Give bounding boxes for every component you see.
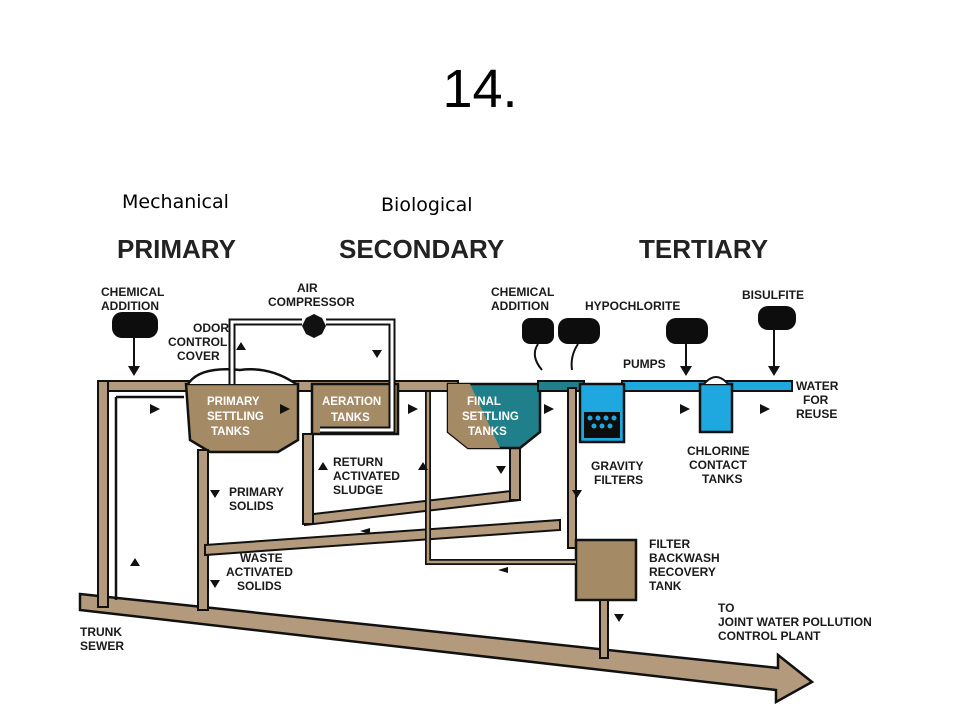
chemical-tank-secondary <box>522 318 600 371</box>
filter-backwash-recovery-tank <box>425 387 638 659</box>
label-primary-solids-b: SOLIDS <box>229 499 274 513</box>
stage-secondary: SECONDARY <box>339 234 504 264</box>
label-odor-a: ODOR <box>193 321 229 335</box>
stage-tertiary: TERTIARY <box>639 234 768 264</box>
label-joint-plant-b: JOINT WATER POLLUTION <box>718 615 872 629</box>
hypochlorite-tank <box>666 318 708 376</box>
trunk-sewer-pipe <box>78 592 815 705</box>
label-odor-b: CONTROL <box>168 335 227 349</box>
label-backwash-c: RECOVERY <box>649 565 716 579</box>
label-ras-b: ACTIVATED <box>333 469 400 483</box>
sludge-return-pipes <box>204 433 561 557</box>
primary-tank-label-1: PRIMARY <box>207 396 260 408</box>
label-was-a: WASTE <box>240 551 283 565</box>
bisulfite-tank <box>758 306 796 376</box>
label-chemical-addition-2b: ADDITION <box>491 299 549 313</box>
label-trunk-sewer-a: TRUNK <box>80 625 122 639</box>
label-backwash-d: TANK <box>649 579 682 593</box>
label-chemical-addition-2a: CHEMICAL <box>491 285 554 299</box>
aeration-label-1: AERATION <box>322 396 381 408</box>
label-bisulfite: BISULFITE <box>742 288 804 302</box>
label-was-b: ACTIVATED <box>226 565 293 579</box>
label-water-c: REUSE <box>796 407 837 421</box>
label-joint-plant-c: CONTROL PLANT <box>718 629 821 643</box>
air-supply-pipe <box>228 318 396 434</box>
final-tank-label-3: TANKS <box>468 426 507 438</box>
stage-primary: PRIMARY <box>117 234 236 264</box>
label-pumps: PUMPS <box>623 357 666 371</box>
label-gravity-a: GRAVITY <box>591 459 643 473</box>
slide-title: 14. <box>442 59 518 119</box>
label-ras-a: RETURN <box>333 455 383 469</box>
label-gravity-b: FILTERS <box>594 473 643 487</box>
final-tank-label-2: SETTLING <box>462 411 519 423</box>
label-chlorine-c: TANKS <box>702 472 742 486</box>
label-chlorine-a: CHLORINE <box>687 444 750 458</box>
primary-tank-label-3: TANKS <box>211 426 250 438</box>
aeration-tank: AERATION TANKS <box>310 382 400 436</box>
label-joint-plant-a: TO <box>718 601 734 615</box>
aeration-label-2: TANKS <box>331 412 370 424</box>
primary-settling-tank: PRIMARY SETTLING TANKS <box>184 368 300 454</box>
primary-solids-pipe <box>197 449 209 611</box>
label-air-compressor-b: COMPRESSOR <box>268 295 355 309</box>
final-tank-label-1: FINAL <box>467 396 501 408</box>
label-water-a: WATER <box>796 379 839 393</box>
gravity-filters <box>578 382 626 444</box>
air-compressor-icon <box>302 314 326 338</box>
primary-tank-label-2: SETTLING <box>207 411 264 423</box>
flow-arrows <box>130 342 770 622</box>
label-chemical-addition-1a: CHEMICAL <box>101 285 164 299</box>
category-mechanical: Mechanical <box>122 191 229 213</box>
label-chemical-addition-1b: ADDITION <box>101 299 159 313</box>
label-air-compressor-a: AIR <box>297 281 318 295</box>
label-backwash-b: BACKWASH <box>649 551 720 565</box>
chlorine-contact-tank <box>698 376 734 434</box>
final-settling-tank: FINAL SETTLING TANKS <box>446 382 542 450</box>
label-odor-c: COVER <box>177 349 220 363</box>
label-ras-c: SLUDGE <box>333 483 383 497</box>
category-biological: Biological <box>381 194 473 216</box>
label-trunk-sewer-b: SEWER <box>80 639 124 653</box>
label-chlorine-b: CONTACT <box>689 458 747 472</box>
label-was-c: SOLIDS <box>237 579 282 593</box>
label-backwash-a: FILTER <box>649 537 690 551</box>
chemical-tank-primary <box>112 312 158 376</box>
label-primary-solids-a: PRIMARY <box>229 485 284 499</box>
label-water-b: FOR <box>803 393 829 407</box>
label-hypochlorite: HYPOCHLORITE <box>585 299 680 313</box>
